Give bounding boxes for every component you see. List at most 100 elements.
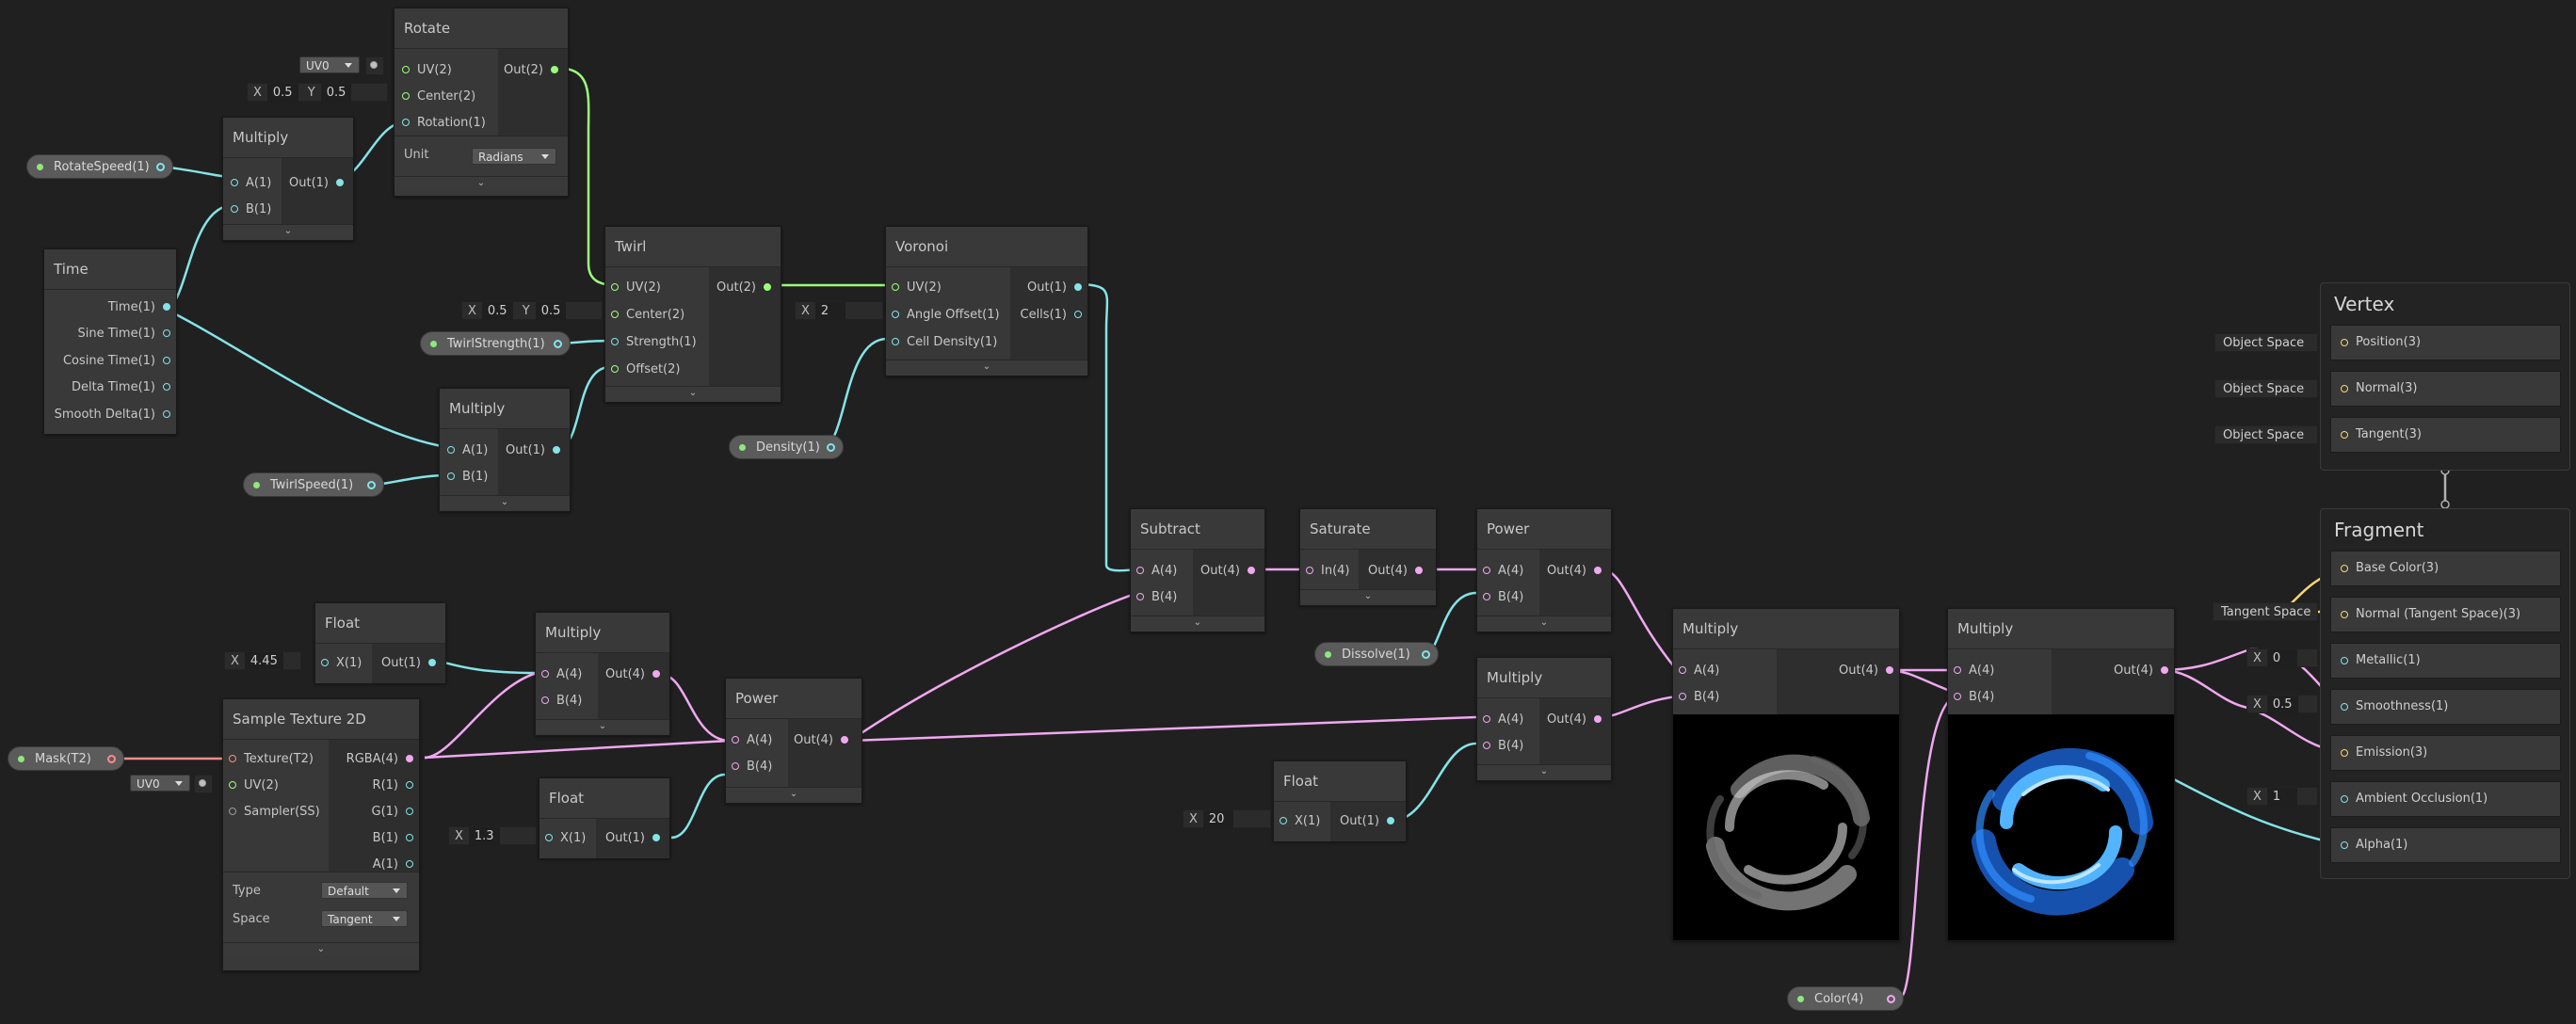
output-port-out[interactable]: Out(1): [1027, 278, 1082, 298]
expand-button[interactable]: ⌄: [1131, 616, 1264, 630]
uv-channel-dropdown[interactable]: UV0: [299, 56, 360, 73]
input-port-a[interactable]: A(4): [1954, 661, 1994, 681]
vertex-slot-tangent[interactable]: Tangent(3): [2330, 417, 2561, 453]
fragment-slot-metallic[interactable]: Metallic(1): [2330, 643, 2561, 679]
output-port-b[interactable]: B(1): [373, 828, 413, 849]
output-port-time[interactable]: Time(1): [108, 297, 170, 318]
node-float-b[interactable]: Float X(1) Out(1): [539, 777, 670, 858]
fragment-slot-base-color[interactable]: Base Color(3): [2330, 551, 2561, 586]
output-port-g[interactable]: G(1): [372, 802, 413, 823]
output-port-out[interactable]: Out(4): [605, 664, 660, 685]
input-port-offset[interactable]: Offset(2): [611, 360, 680, 380]
input-port-sampler[interactable]: Sampler(SS): [229, 802, 320, 823]
center-x-value[interactable]: 0.5: [266, 84, 298, 103]
normal-space-field[interactable]: Object Space: [2214, 379, 2318, 398]
output-port-out[interactable]: Out(2): [716, 278, 771, 298]
output-port-out[interactable]: Out(1): [605, 828, 660, 849]
output-port-out[interactable]: Out(4): [1200, 561, 1255, 582]
fragment-slot-alpha[interactable]: Alpha(1): [2330, 827, 2561, 863]
output-port-cells[interactable]: Cells(1): [1021, 305, 1082, 326]
input-port-center[interactable]: Center(2): [402, 87, 475, 107]
normal-tangent-space-field[interactable]: Tangent Space: [2213, 602, 2318, 621]
input-port-b[interactable]: B(4): [1483, 736, 1523, 757]
output-port-sine-time[interactable]: Sine Time(1): [78, 324, 170, 344]
expand-button[interactable]: ⌄: [886, 360, 1087, 374]
input-port-a[interactable]: A(4): [732, 730, 772, 751]
expand-button[interactable]: ⌄: [536, 719, 669, 733]
property-color[interactable]: Color(4): [1787, 986, 1904, 1011]
input-port-b[interactable]: B(4): [1679, 687, 1719, 708]
input-port-a[interactable]: A(1): [231, 173, 271, 194]
expand-button[interactable]: ⌄: [726, 787, 861, 801]
node-saturate[interactable]: Saturate In(4) Out(4) ⌄: [1299, 508, 1437, 606]
output-port-out[interactable]: Out(1): [381, 653, 436, 674]
fragment-slot-smoothness[interactable]: Smoothness(1): [2330, 689, 2561, 725]
node-float-a[interactable]: Float X(1) Out(1): [314, 602, 446, 683]
node-rotate[interactable]: Rotate UV(2) Center(2) Rotation(1) Out(2…: [394, 8, 569, 197]
property-twirl-strength[interactable]: TwirlStrength(1): [420, 331, 571, 356]
output-port-out[interactable]: Out(4): [2114, 661, 2168, 681]
input-port-texture[interactable]: Texture(T2): [229, 749, 314, 770]
input-port-b[interactable]: B(1): [231, 200, 271, 220]
fragment-slot-normal[interactable]: Normal (Tangent Space)(3): [2330, 597, 2561, 632]
output-port-out[interactable]: Out(4): [1839, 661, 1893, 681]
input-port-uv[interactable]: UV(2): [611, 278, 661, 298]
type-dropdown[interactable]: Default: [321, 882, 408, 899]
input-port-a[interactable]: A(4): [1483, 710, 1523, 730]
fragment-slot-ambient-occlusion[interactable]: Ambient Occlusion(1): [2330, 781, 2561, 817]
expand-button[interactable]: ⌄: [605, 386, 781, 400]
node-float-c[interactable]: Float X(1) Out(1): [1273, 760, 1407, 841]
expand-button[interactable]: ⌄: [1477, 764, 1611, 778]
property-mask[interactable]: Mask(T2): [8, 746, 124, 771]
output-port-rgba[interactable]: RGBA(4): [346, 749, 413, 770]
output-port-out[interactable]: Out(4): [1547, 561, 1602, 582]
input-port-b[interactable]: B(4): [541, 691, 582, 712]
fragment-slot-emission[interactable]: Emission(3): [2330, 735, 2561, 771]
uv-port-handle[interactable]: [365, 56, 384, 75]
node-voronoi[interactable]: Voronoi UV(2) Angle Offset(1) Cell Densi…: [885, 226, 1088, 376]
input-port-a[interactable]: A(4): [541, 664, 582, 685]
node-sample-texture-2d[interactable]: Sample Texture 2D Texture(T2) UV(2) Samp…: [222, 698, 420, 971]
node-multiply-rotation[interactable]: Multiply A(1) B(1) Out(1) ⌄: [222, 117, 354, 241]
node-multiply-twirl[interactable]: Multiply A(1) B(1) Out(1) ⌄: [439, 388, 571, 512]
input-port-a[interactable]: A(4): [1483, 561, 1523, 582]
output-port-r[interactable]: R(1): [373, 776, 413, 796]
texture-uv-dropdown[interactable]: UV0: [130, 775, 190, 792]
expand-button[interactable]: ⌄: [1300, 589, 1436, 603]
node-time[interactable]: Time Time(1) Sine Time(1) Cosine Time(1)…: [43, 248, 177, 435]
input-port-x[interactable]: X(1): [1280, 811, 1320, 832]
vertex-slot-position[interactable]: Position(3): [2330, 325, 2561, 360]
property-rotate-speed[interactable]: RotateSpeed(1): [26, 154, 173, 179]
input-port-uv[interactable]: UV(2): [402, 60, 452, 81]
input-port-angle-offset[interactable]: Angle Offset(1): [892, 305, 1000, 326]
output-port-smooth-delta[interactable]: Smooth Delta(1): [55, 405, 170, 425]
output-port-a[interactable]: A(1): [373, 855, 413, 875]
vertex-slot-normal[interactable]: Normal(3): [2330, 371, 2561, 407]
input-port-strength[interactable]: Strength(1): [611, 332, 697, 353]
input-port-cell-density[interactable]: Cell Density(1): [892, 332, 997, 353]
input-port-rotation[interactable]: Rotation(1): [402, 113, 486, 134]
expand-button[interactable]: ⌄: [223, 942, 419, 956]
output-port-out[interactable]: Out(4): [794, 730, 848, 751]
input-port-b[interactable]: B(4): [1483, 587, 1523, 608]
input-port-uv[interactable]: UV(2): [229, 776, 279, 796]
input-port-b[interactable]: B(4): [732, 757, 772, 777]
output-port-out[interactable]: Out(1): [506, 440, 560, 461]
space-dropdown[interactable]: Tangent: [321, 910, 408, 927]
texture-uv-port-handle[interactable]: [194, 775, 213, 793]
expand-button[interactable]: ⌄: [1477, 616, 1611, 630]
expand-button[interactable]: ⌄: [394, 176, 568, 190]
input-port-a[interactable]: A(4): [1136, 561, 1177, 582]
output-port-delta-time[interactable]: Delta Time(1): [72, 377, 170, 398]
output-port-out[interactable]: Out(1): [1340, 811, 1394, 832]
node-subtract[interactable]: Subtract A(4) B(4) Out(4) ⌄: [1130, 508, 1265, 632]
property-twirl-speed[interactable]: TwirlSpeed(1): [243, 472, 384, 497]
input-port-b[interactable]: B(1): [447, 467, 488, 488]
